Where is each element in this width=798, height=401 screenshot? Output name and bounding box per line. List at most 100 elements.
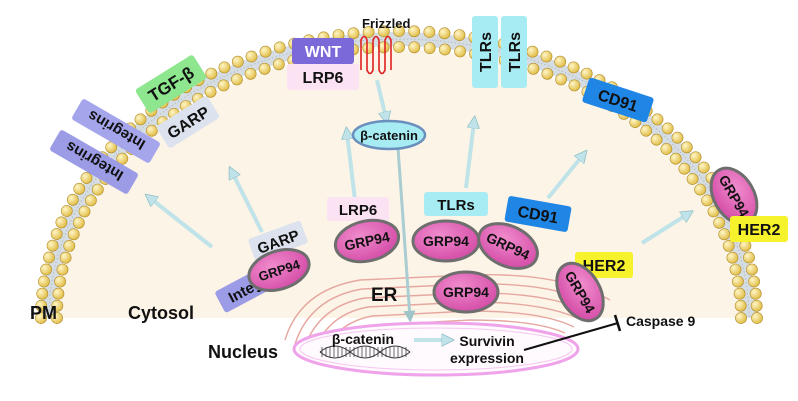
lipid-head: [541, 67, 554, 80]
lipid-head: [527, 62, 540, 75]
lipid-head: [423, 42, 436, 54]
lipid-head: [729, 263, 742, 276]
lipid-head: [67, 228, 80, 241]
lipid-head: [408, 41, 421, 54]
lipid-head: [438, 27, 451, 40]
er-grp94-c: GRP94: [411, 219, 481, 263]
lipid-head: [347, 27, 360, 40]
lipid-head: [678, 162, 691, 175]
er-grp94-a: GRP94: [247, 248, 311, 292]
lipid-head: [694, 183, 707, 196]
beta-catenin-cytosolic: β-catenin: [351, 119, 427, 151]
lipid-head: [51, 299, 64, 312]
lipid-head: [540, 50, 553, 63]
lipid-head: [59, 251, 72, 264]
lipid-head: [377, 25, 390, 38]
lipid-head: [244, 67, 257, 80]
lipid-head: [718, 228, 731, 241]
lipid-head: [80, 172, 93, 184]
lipid-head: [671, 131, 684, 144]
survivin-label-line1: Survivin: [459, 333, 514, 349]
nucleus-envelope: [292, 321, 580, 377]
lipid-head: [651, 113, 664, 126]
lipid-head: [408, 25, 421, 38]
lipid-head: [580, 67, 593, 80]
lipid-head: [35, 312, 47, 324]
er-grp94-f: GRP94: [555, 261, 605, 323]
svg-text:TLRs: TLRs: [507, 32, 524, 72]
lipid-head: [697, 161, 710, 174]
lipid-head: [554, 55, 567, 68]
lipid-head: [217, 79, 230, 92]
er-lrp6: LRP6: [327, 197, 389, 221]
lipid-head: [660, 143, 673, 155]
svg-text:HER2: HER2: [583, 258, 626, 275]
dna-icon: [319, 345, 411, 359]
svg-text:β-catenin: β-catenin: [360, 128, 418, 143]
svg-text:GRP94: GRP94: [443, 284, 489, 300]
lipid-head: [259, 45, 272, 58]
er-grp94-d: GRP94: [477, 222, 539, 270]
lipid-head: [230, 73, 243, 86]
lipid-head: [686, 173, 699, 185]
lipid-head: [748, 275, 760, 288]
lipid-head: [43, 251, 55, 264]
svg-text:CD91: CD91: [516, 204, 559, 228]
lipid-head: [733, 287, 746, 300]
lipid-head: [362, 26, 375, 38]
lipid-head: [735, 312, 747, 324]
lipid-head: [116, 152, 129, 165]
lipid-head: [743, 251, 755, 264]
caspase-9-label: Caspase 9: [626, 313, 695, 329]
cytosol-region: [60, 50, 738, 318]
lipid-head: [453, 29, 466, 41]
membrane-lrp6: LRP6: [287, 64, 359, 90]
lipid-head: [526, 45, 539, 58]
lipid-head: [454, 45, 466, 58]
lipid-head: [36, 287, 49, 300]
frizzled-to-beta-catenin-arrow: [375, 79, 386, 118]
lipid-head: [750, 299, 763, 312]
pm-label: PM: [30, 303, 57, 323]
svg-text:LRP6: LRP6: [339, 202, 377, 219]
lipid-head: [568, 79, 581, 92]
lipid-head: [66, 193, 79, 206]
svg-text:TLRs: TLRs: [478, 32, 495, 72]
lipid-head: [722, 239, 735, 252]
lipid-head: [134, 113, 147, 126]
er-tlrs: TLRs: [424, 192, 488, 216]
er-cd91: CD91: [504, 196, 572, 232]
svg-text:HER2: HER2: [738, 222, 781, 239]
lipid-head: [640, 124, 653, 137]
lipid-head: [726, 251, 739, 264]
lipid-head: [52, 287, 65, 300]
lipid-head: [72, 216, 85, 229]
lipid-head: [746, 263, 758, 276]
lipid-head: [680, 141, 693, 154]
lipid-head: [734, 299, 747, 312]
lipid-head: [423, 26, 436, 38]
lipid-head: [650, 133, 663, 146]
lipid-head: [40, 263, 52, 276]
lipid-head: [56, 263, 69, 276]
lipid-head: [393, 25, 405, 37]
lipid-head: [258, 62, 271, 75]
membrane-grp94: GRP94: [709, 166, 759, 226]
trafficking-arrows: [150, 122, 688, 249]
lipid-head: [145, 124, 158, 137]
lipid-head: [689, 151, 702, 164]
lipid-head: [50, 228, 63, 240]
lipid-head: [273, 41, 286, 54]
svg-text:LRP6: LRP6: [303, 70, 344, 87]
caspase-inhibition-line: [523, 321, 619, 352]
lipid-head: [54, 275, 66, 288]
lipid-head: [272, 58, 285, 71]
inhibition-bar: [613, 314, 622, 332]
lipid-head: [38, 275, 50, 288]
lipid-head: [78, 205, 91, 218]
lipid-head: [362, 42, 375, 54]
frizzled-receptor-icon: [360, 35, 392, 75]
lipid-head: [51, 312, 63, 324]
lipid-head: [63, 239, 76, 252]
membrane-her2: HER2: [730, 216, 788, 242]
